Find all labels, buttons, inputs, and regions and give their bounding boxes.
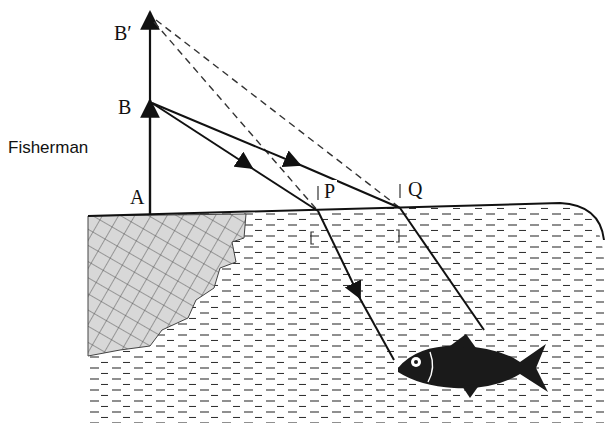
object-arrow bbox=[149, 100, 151, 214]
water-surface bbox=[88, 203, 604, 240]
refracted-ray bbox=[358, 295, 394, 360]
normal-bracket bbox=[311, 232, 314, 244]
water-body bbox=[88, 203, 604, 423]
point-label: A bbox=[128, 186, 146, 208]
normal-mark bbox=[399, 184, 400, 198]
light-ray bbox=[250, 167, 318, 211]
point-label: B bbox=[116, 96, 133, 118]
fish bbox=[398, 334, 548, 398]
light-ray bbox=[152, 103, 252, 168]
light-ray bbox=[298, 164, 400, 208]
light-ray bbox=[152, 103, 300, 165]
point-label: B′ bbox=[112, 22, 134, 44]
apparent-ray bbox=[154, 22, 318, 211]
refracted-ray bbox=[318, 211, 360, 298]
normal-mark bbox=[317, 186, 318, 200]
apparent-ray bbox=[156, 20, 400, 208]
refracted-ray bbox=[400, 208, 484, 330]
image-arrow bbox=[149, 12, 151, 214]
point-label: P bbox=[322, 180, 337, 202]
point-label: Q bbox=[406, 178, 424, 200]
normal-bracket bbox=[396, 230, 399, 242]
object-name: Fisherman bbox=[6, 138, 90, 157]
river-bank bbox=[88, 214, 246, 356]
